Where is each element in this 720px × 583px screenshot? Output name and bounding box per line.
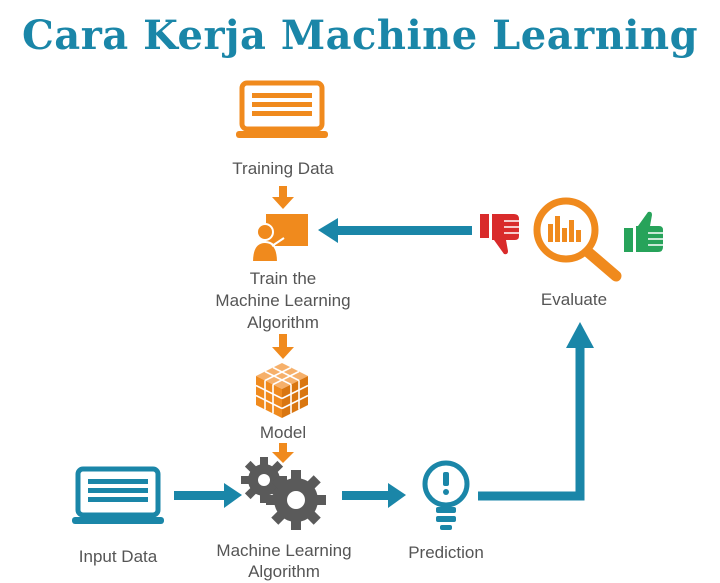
arrow-algorithm-to-prediction bbox=[342, 483, 406, 508]
arrow-prediction-to-evaluate-head bbox=[566, 322, 594, 348]
arrow-prediction-to-evaluate bbox=[478, 346, 585, 501]
label-train-line1: Train the bbox=[249, 269, 317, 288]
label-training-data: Training Data bbox=[232, 159, 334, 178]
laptop-icon bbox=[236, 80, 328, 138]
thumbs-up-icon bbox=[624, 211, 663, 252]
label-algo-line1: Machine Learning bbox=[216, 541, 352, 560]
label-prediction: Prediction bbox=[408, 543, 484, 562]
arrow-model-to-algorithm bbox=[272, 443, 294, 463]
label-train-line2: Machine Learning bbox=[215, 291, 351, 310]
label-algo-line2: Algorithm bbox=[248, 562, 320, 581]
arrow-training-to-train bbox=[272, 186, 294, 209]
trainer-icon bbox=[250, 214, 308, 263]
magnifier-chart-icon bbox=[533, 197, 622, 282]
cube-model-icon bbox=[255, 363, 309, 418]
input-laptop-icon bbox=[72, 466, 164, 524]
label-input-data: Input Data bbox=[78, 547, 158, 566]
arrow-train-to-model bbox=[272, 334, 294, 359]
page-title: Cara Kerja Machine Learning bbox=[21, 12, 699, 59]
label-train-line3: Algorithm bbox=[247, 313, 319, 332]
thumbs-down-icon bbox=[480, 214, 519, 255]
label-evaluate: Evaluate bbox=[540, 290, 608, 309]
lightbulb-icon bbox=[422, 460, 470, 530]
gears-icon bbox=[241, 457, 326, 530]
label-model: Model bbox=[259, 423, 307, 442]
arrow-input-to-algorithm bbox=[174, 483, 242, 508]
arrow-evaluate-to-train bbox=[318, 218, 472, 243]
